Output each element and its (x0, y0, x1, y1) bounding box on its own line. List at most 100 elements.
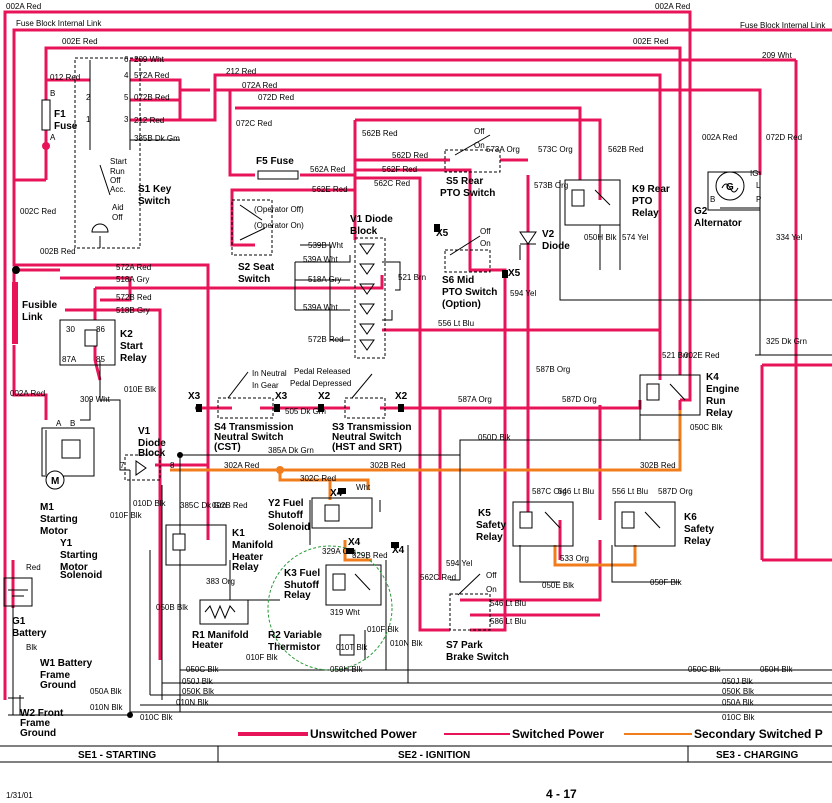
section-charging: SE3 - CHARGING (716, 750, 798, 761)
section-ignition: SE2 - IGNITION (398, 750, 470, 761)
connector-label: X3 (275, 391, 288, 402)
wire-label: 572B Red (308, 335, 344, 344)
wire-label: 539A Wht (303, 303, 338, 312)
component-label: S3 Transmission (332, 422, 411, 433)
connector-label: X5 (508, 268, 521, 279)
component-label: Run (706, 396, 725, 407)
component-label: S1 Key (138, 184, 172, 195)
wire-label: 546 Lt Blu (490, 599, 526, 608)
wire-label: 050C Blk (186, 665, 219, 674)
component-label: Solenoid (60, 570, 102, 581)
connector-symbols (196, 224, 508, 554)
component-label: Link (22, 312, 43, 323)
switch-label: Off (112, 213, 123, 222)
component-label: PTO Switch (440, 188, 495, 199)
component-label: Fusible (22, 300, 57, 311)
wire-label: 556 Lt Blu (612, 487, 648, 496)
switch-label: (Operator Off) (254, 205, 304, 214)
s2-seat-switch (231, 199, 273, 256)
switch-label: (Operator On) (254, 221, 304, 230)
component-label: F5 Fuse (256, 156, 294, 167)
wire-label: 002E Red (684, 351, 720, 360)
wire-label: 002E Red (62, 37, 98, 46)
wire-label: 562F Red (382, 165, 417, 174)
v2-diode (519, 231, 537, 245)
connector-label: X4 (330, 488, 343, 499)
switch-label: Pedal Released (294, 367, 350, 376)
wire-label: 050K Blk (722, 687, 755, 696)
wire-label: 539A Wht (303, 255, 338, 264)
pin-label: 2 (86, 93, 91, 102)
wire-label: 010C Blk (140, 713, 173, 722)
wire-label: 329B Red (352, 551, 388, 560)
pin-label: 4 (124, 71, 129, 80)
component-label: K3 Fuel (284, 568, 320, 579)
component-label: R1 Manifold (192, 630, 249, 641)
wire-label: 319 Wht (330, 608, 361, 617)
component-label: Neutral Switch (332, 432, 401, 443)
component-label: S6 Mid (442, 275, 474, 286)
wire-label: 002A Red (6, 2, 41, 11)
component-label: Battery (12, 628, 47, 639)
s7-park-brake-switch (449, 573, 491, 631)
f1-fuse (41, 99, 51, 131)
component-label: K4 (706, 372, 719, 383)
switch-label: In Gear (252, 381, 279, 390)
component-label: Relay (706, 408, 733, 419)
wire-label: 572B Red (116, 293, 152, 302)
wire-label: 533 Org (560, 554, 589, 563)
component-label: Diode (542, 241, 570, 252)
wire-label: 521 Brn (662, 351, 690, 360)
component-label: Solenoid (268, 522, 310, 533)
wire-label: 383 Org (206, 577, 235, 586)
wire-label: 002A Red (702, 133, 737, 142)
wire-label: 587C Org (532, 487, 567, 496)
wire-label: Wht (356, 483, 371, 492)
wire-label: 010T Blk (336, 643, 368, 652)
component-label: Motor (40, 526, 68, 537)
switch-label: Aid (112, 203, 124, 212)
k2-start-relay (59, 319, 116, 366)
r1-manifold-heater (199, 599, 249, 625)
wire-label: 050J Blk (722, 677, 754, 686)
component-label: S5 Rear (446, 176, 483, 187)
page-number: 4 - 17 (546, 787, 577, 801)
wire-label: 573C Org (538, 145, 573, 154)
wire-label: 002E Red (633, 37, 669, 46)
fusible-link (12, 282, 18, 344)
wire-label: 586 Lt Blu (490, 617, 526, 626)
wire-label: 594 Yel (510, 289, 536, 298)
component-label: Frame (40, 670, 70, 681)
switch-label: Pedal Depressed (290, 379, 351, 388)
wire-label: 562E Red (312, 185, 348, 194)
connector-label: X4 (392, 545, 405, 556)
pin-label: 87A (62, 355, 77, 364)
component-label: M1 (40, 502, 54, 513)
component-label: Safety (476, 520, 506, 531)
wire-label: 050E Blk (542, 581, 575, 590)
wire-label: 302B Red (370, 461, 406, 470)
component-label: (Option) (442, 299, 481, 310)
wire-label: 573B Org (534, 181, 568, 190)
switch-label: Off (474, 127, 485, 136)
wire-label: 556 Lt Blu (438, 319, 474, 328)
wire-label: 562B Red (362, 129, 398, 138)
wire-label: 562C Red (420, 573, 456, 582)
wire-label: 329A Org (322, 547, 356, 556)
wire-label: 562C Red (374, 179, 410, 188)
pin-label: 3 (124, 115, 129, 124)
switch-label: B (710, 195, 715, 204)
wire-label: 010C Blk (722, 713, 755, 722)
switch-label: Off (110, 176, 121, 185)
s5-rear-pto-switch (444, 134, 501, 173)
wire-label: 072A Red (242, 81, 277, 90)
k4-engine-run-relay (639, 374, 701, 416)
switch-label: On (474, 141, 485, 150)
legend-switched: Switched Power (512, 727, 604, 741)
component-label: Alternator (694, 218, 742, 229)
v1-diode-block-lower (124, 454, 161, 481)
wire-label: 385A Dk Grn (268, 446, 314, 455)
wire-label: 050C Blk (688, 665, 721, 674)
wire-label: 587B Org (536, 365, 570, 374)
connector-label: X3 (188, 391, 201, 402)
